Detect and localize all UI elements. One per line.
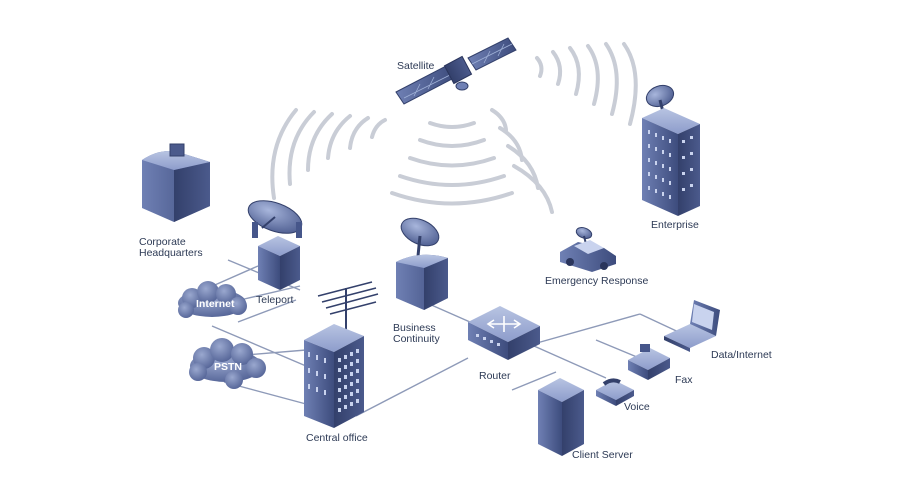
business-continuity-dish-icon [400, 217, 440, 257]
client-server-label: Client Server [572, 449, 633, 461]
business-continuity-label-line2: Continuity [393, 333, 440, 345]
central-office-building-icon [304, 324, 364, 428]
corporate-hq-label-line2: Headquarters [139, 247, 203, 259]
fax-icon [628, 344, 670, 380]
pstn-cloud-icon [189, 338, 266, 389]
teleport-dish-icon [247, 200, 303, 290]
business-continuity-label-line1: Business [393, 322, 436, 334]
signal-waves [270, 42, 638, 214]
business-continuity-building-icon [396, 254, 448, 310]
voice-label: Voice [624, 401, 650, 413]
data-internet-label: Data/Internet [711, 349, 772, 361]
client-server-icon [538, 378, 584, 456]
corporate-headquarters-building-icon [142, 143, 210, 222]
telephone-icon [596, 378, 634, 406]
enterprise-label: Enterprise [651, 219, 699, 231]
antenna-icon [317, 281, 379, 330]
emergency-response-label: Emergency Response [545, 275, 648, 287]
emergency-response-vehicle-icon [560, 227, 616, 272]
satellite-label: Satellite [397, 60, 435, 72]
enterprise-building-icon [642, 108, 700, 216]
teleport-label: Teleport [256, 294, 293, 306]
corporate-hq-label-line1: Corporate [139, 236, 186, 248]
router-icon [468, 306, 540, 360]
fax-label: Fax [675, 374, 693, 386]
pstn-label: PSTN [214, 361, 242, 373]
central-office-label: Central office [306, 432, 368, 444]
router-label: Router [479, 370, 511, 382]
laptop-icon [664, 300, 720, 352]
satellite-icon [395, 37, 517, 105]
internet-cloud-icon [178, 281, 247, 318]
internet-label: Internet [196, 298, 235, 310]
